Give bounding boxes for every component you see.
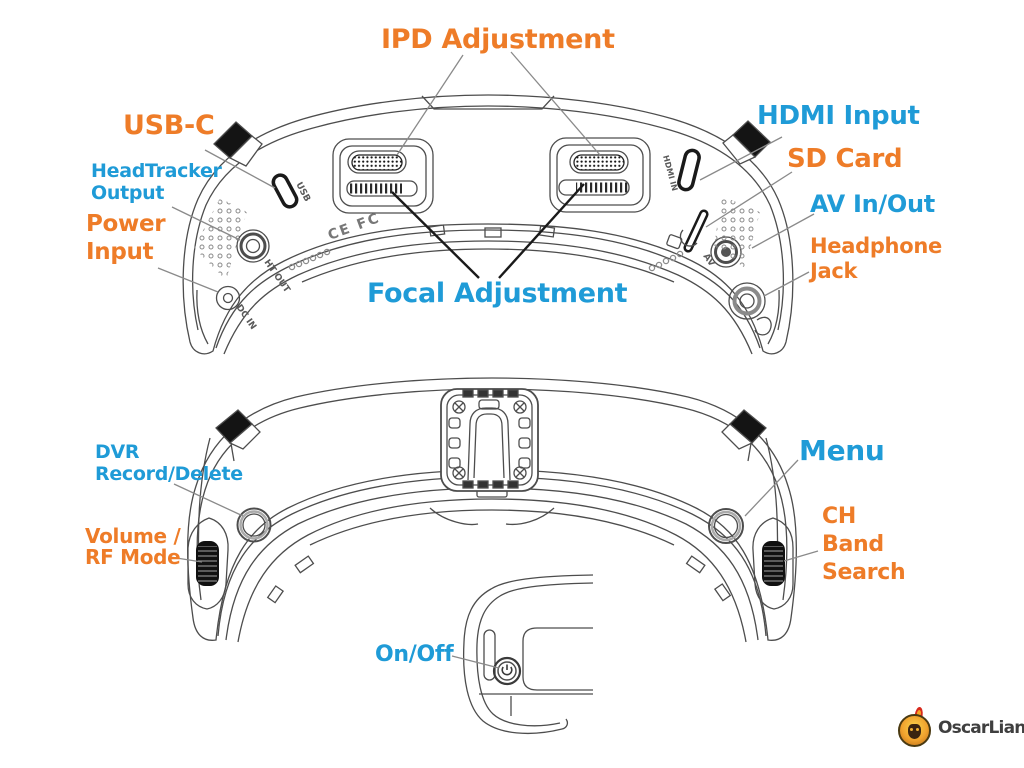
channel-wheel [752,517,794,610]
headtracker-output-jack [236,229,270,263]
label-hdmi-input: HDMI Input [757,101,920,131]
headstrap-mount-plate [440,388,539,492]
label-sd-card: SD Card [787,144,903,174]
label-headphone-jack: Headphone Jack [810,234,942,283]
hdmi-port [677,148,701,192]
left-eyepiece [332,138,434,214]
strap-hook [754,316,772,336]
power-button [492,656,522,686]
left-antenna-connector [213,121,263,167]
label-av-in-out: AV In/Out [810,190,935,218]
power-corner-detail [462,574,594,735]
label-headtracker-output: HeadTracker Output [91,160,222,204]
right-eyepiece [549,137,651,213]
headphone-jack [728,282,766,320]
upper-goggle-top-view [182,94,794,355]
right-antenna-mount [721,409,767,462]
ipd-slider-right [569,150,629,174]
usb-c-port [271,173,299,209]
left-speaker-grill [194,198,247,280]
label-power-input: Power Input [86,211,166,265]
left-dot-row [288,248,331,271]
label-usb-c: USB-C [123,110,215,141]
menu-button [708,508,744,544]
power-icon [501,666,513,676]
label-dvr-record-delete: DVR Record/Delete [95,441,243,485]
label-on-off: On/Off [375,642,454,667]
watermark-site-name: OscarLiang [938,718,1024,738]
left-antenna-mount [215,409,261,462]
oscarliang-watermark: OscarLiang.com [898,706,1024,748]
ipd-slider-left [347,150,407,174]
focal-leader-lines [391,183,585,279]
dvr-button [236,507,272,543]
lower-goggle-front-view [187,377,797,643]
sd-card-slot [666,209,709,253]
volume-wheel [187,517,229,610]
focal-slider-right [558,179,630,196]
focal-slider-left [346,180,418,197]
leader-lines [157,51,819,669]
oscarliang-logo-icon [898,706,934,748]
label-ch-band-search: CH Band Search [822,504,906,585]
label-volume-rf-mode: Volume / RF Mode [85,524,181,569]
label-focal-adjustment: Focal Adjustment [367,278,628,309]
power-input-jack [215,285,241,311]
label-menu: Menu [799,434,885,467]
label-ipd-adjustment: IPD Adjustment [381,24,615,55]
right-dot-row [648,250,684,272]
